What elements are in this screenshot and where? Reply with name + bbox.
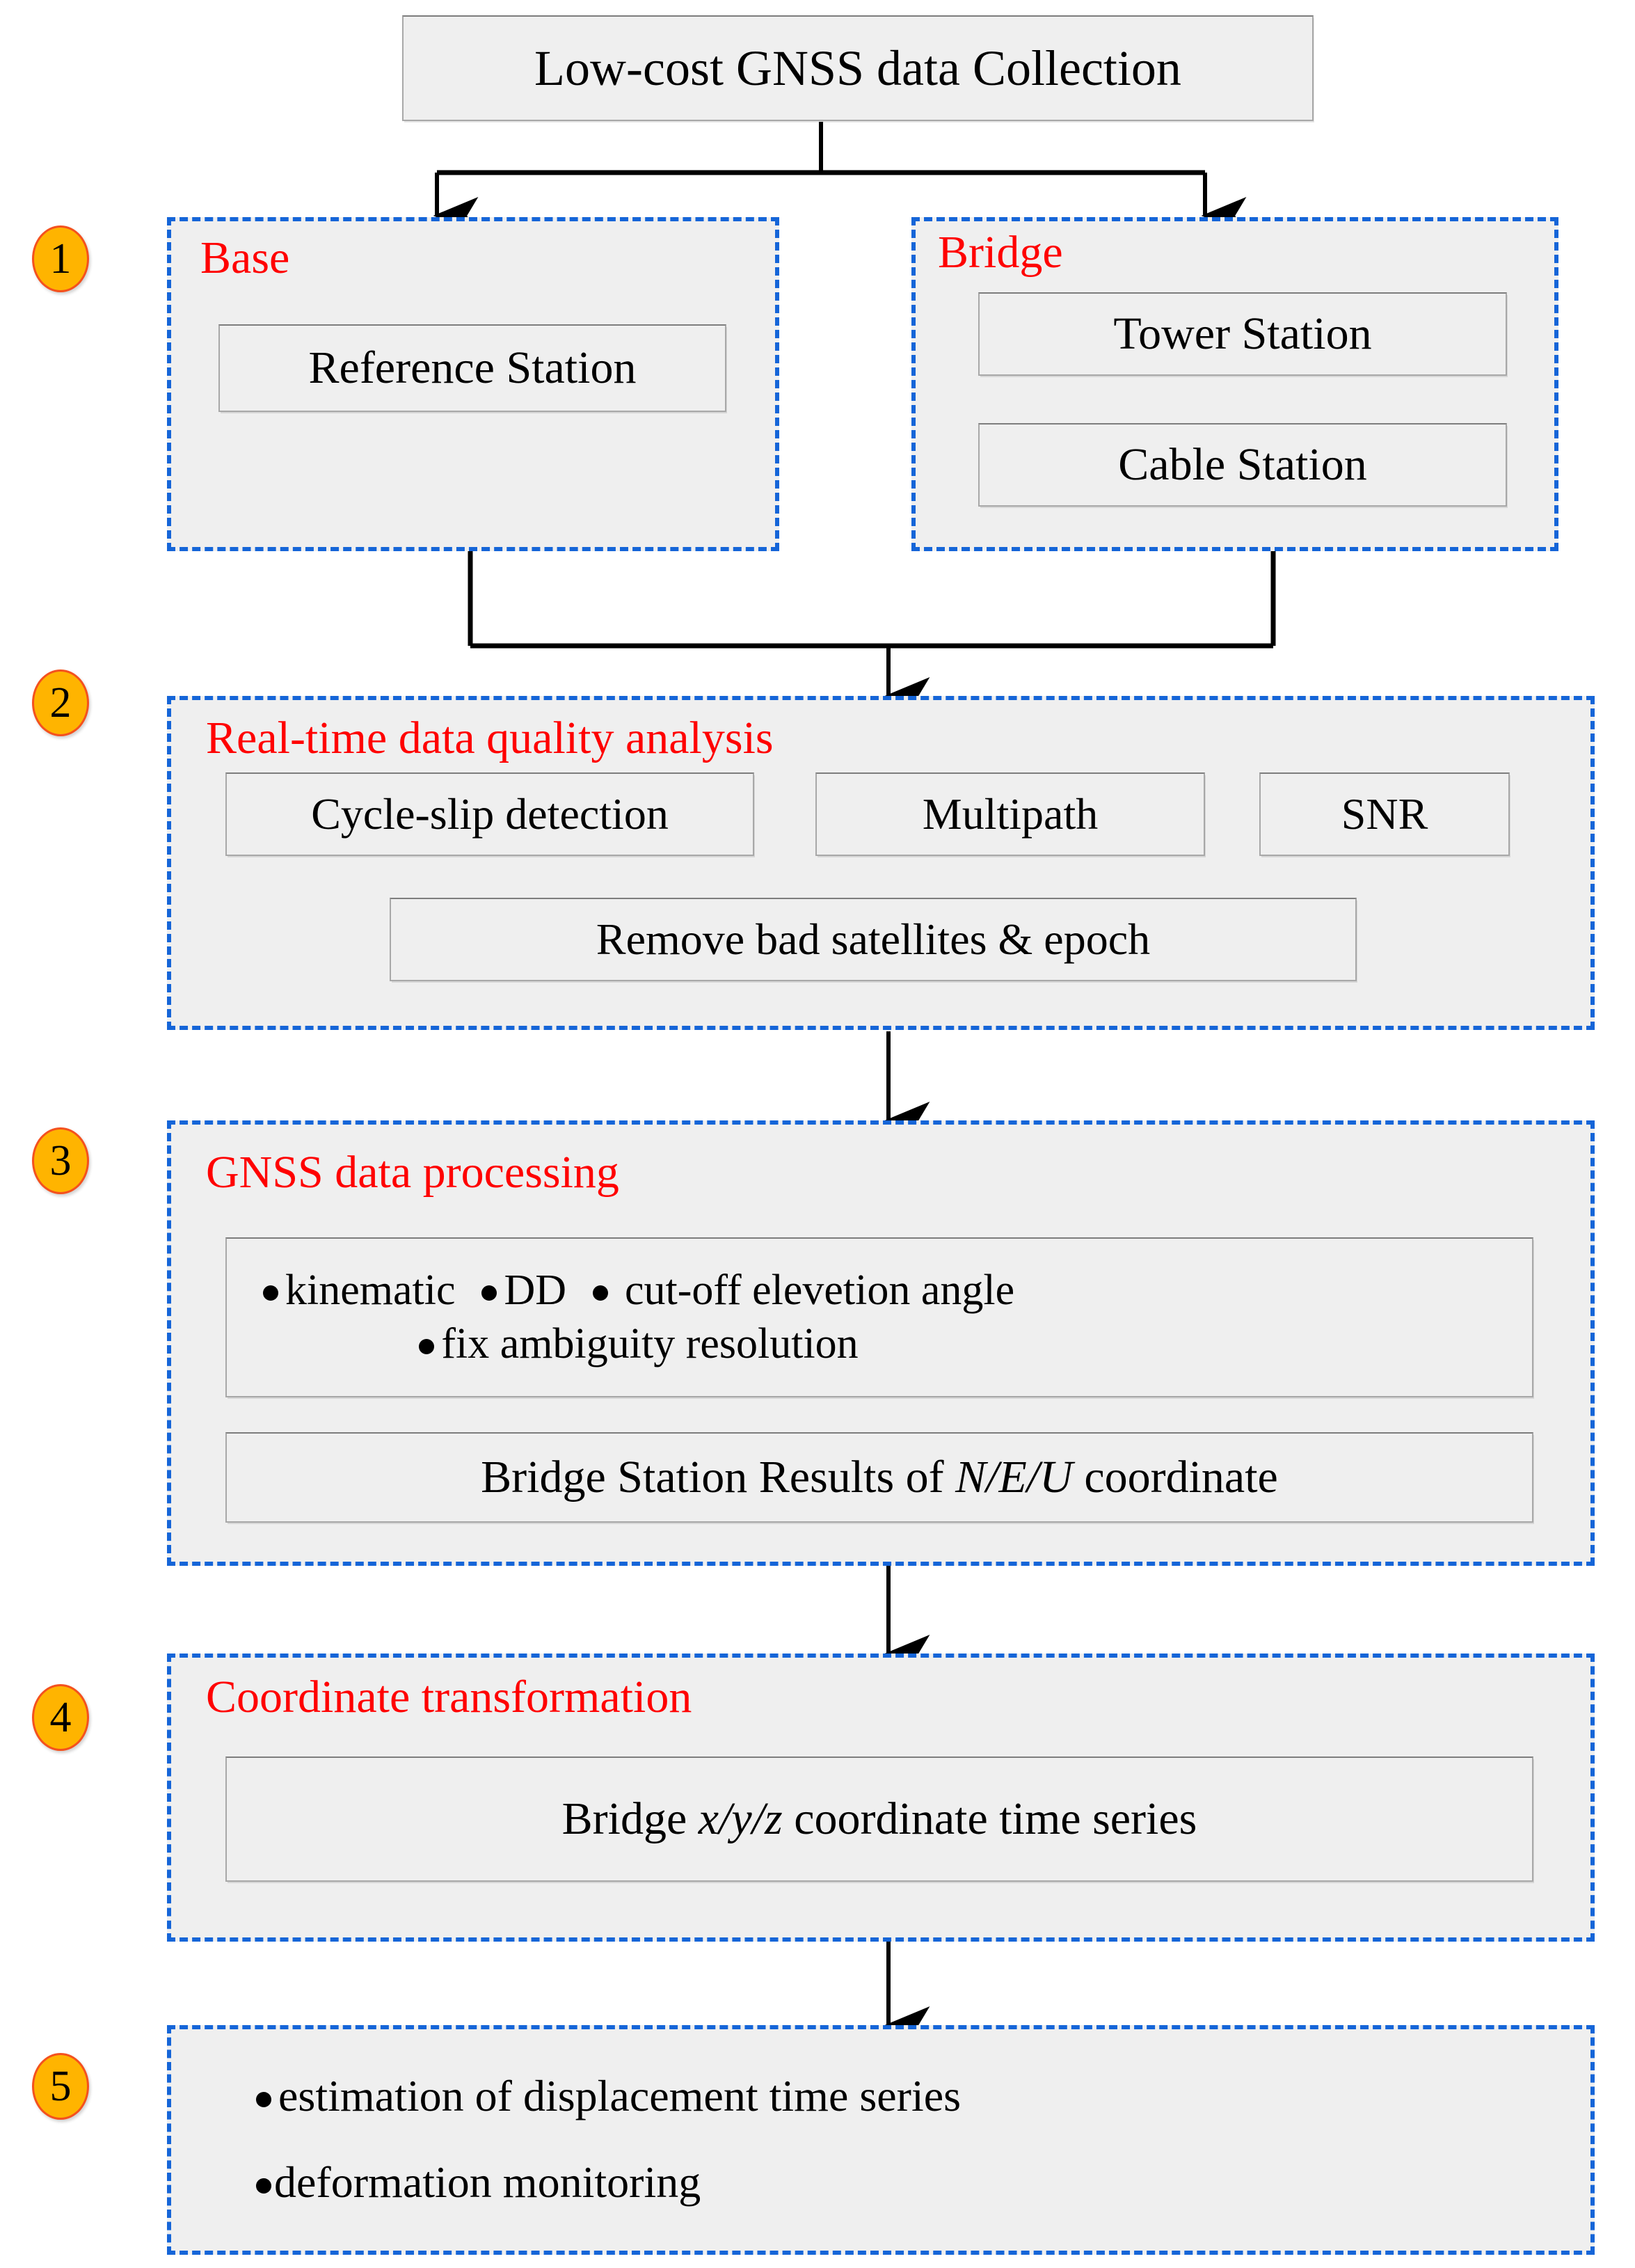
step-1-base-title: Base	[200, 232, 290, 283]
bullet-dot-icon	[256, 2091, 271, 2107]
step-number-2: 2	[32, 669, 89, 736]
processing-options-list: kinematic DD cut-off elevetion angle fix a…	[263, 1264, 1014, 1372]
step-number-3: 3	[32, 1127, 89, 1194]
processing-options-box: kinematic DD cut-off elevetion angle fix a…	[225, 1237, 1533, 1397]
cable-station-label: Cable Station	[1118, 439, 1367, 490]
bullet-dot-icon	[481, 1285, 497, 1301]
cycle-slip-detection-box: Cycle-slip detection	[225, 772, 754, 856]
cable-station-box: Cable Station	[978, 423, 1507, 507]
step-number-1-label: 1	[49, 235, 72, 283]
bullet-dd: DD	[504, 1266, 567, 1314]
reference-station-label: Reference Station	[308, 342, 637, 393]
step-number-5-label: 5	[49, 2062, 72, 2110]
bridge-station-results-label: Bridge Station Results of N/E/U coordina…	[481, 1452, 1278, 1502]
step-3-title: GNSS data processing	[206, 1147, 619, 1198]
step-number-2-label: 2	[49, 679, 72, 727]
cycle-slip-detection-label: Cycle-slip detection	[311, 789, 669, 839]
bullet-dot-icon	[419, 1339, 435, 1355]
tower-station-label: Tower Station	[1113, 308, 1372, 359]
bullet-dot-icon	[593, 1285, 609, 1301]
step-5-panel	[167, 2025, 1595, 2255]
processing-options-row-1: kinematic DD cut-off elevetion angle	[263, 1264, 1014, 1318]
processing-options-row-2: fix ambiguity resolution	[263, 1317, 1014, 1372]
reference-station-box: Reference Station	[218, 324, 726, 412]
bullet-kinematic: kinematic	[285, 1266, 456, 1314]
multipath-box: Multipath	[815, 772, 1205, 856]
xyz-italic: x/y/z	[698, 1793, 783, 1844]
bullet-dot-icon	[256, 2178, 271, 2194]
title-box-label: Low-cost GNSS data Collection	[534, 40, 1181, 96]
bullet-deformation: deformation monitoring	[274, 2157, 701, 2207]
step-number-3-label: 3	[49, 1136, 72, 1184]
snr-box: SNR	[1259, 772, 1510, 856]
step-5-list: estimation of displacement time series d…	[256, 2068, 961, 2210]
step-4-title: Coordinate transformation	[206, 1672, 692, 1722]
step-number-4: 4	[32, 1684, 89, 1751]
snr-label: SNR	[1341, 789, 1428, 839]
neu-italic: N/E/U	[955, 1452, 1073, 1502]
step-number-5: 5	[32, 2053, 89, 2120]
step-number-4-label: 4	[49, 1693, 72, 1741]
bullet-dot-icon	[263, 1285, 278, 1301]
multipath-label: Multipath	[922, 789, 1099, 839]
step-1-bridge-title: Bridge	[938, 227, 1063, 278]
step-number-1: 1	[32, 225, 89, 292]
step-2-title: Real-time data quality analysis	[206, 713, 774, 763]
step-5-row-1: estimation of displacement time series	[256, 2068, 961, 2124]
title-box: Low-cost GNSS data Collection	[402, 15, 1314, 121]
tower-station-box: Tower Station	[978, 292, 1507, 376]
bridge-xyz-timeseries-label: Bridge x/y/z coordinate time series	[561, 1793, 1197, 1844]
bullet-fix-ambiguity: fix ambiguity resolution	[441, 1320, 859, 1367]
bridge-station-results-box: Bridge Station Results of N/E/U coordina…	[225, 1432, 1533, 1523]
bullet-cutoff: cut-off elevetion angle	[625, 1266, 1015, 1314]
step-5-row-2: deformation monitoring	[256, 2155, 961, 2210]
bridge-xyz-timeseries-box: Bridge x/y/z coordinate time series	[225, 1756, 1533, 1882]
remove-bad-satellites-label: Remove bad satellites & epoch	[596, 914, 1151, 964]
bullet-estimation: estimation of displacement time series	[278, 2071, 962, 2120]
remove-bad-satellites-box: Remove bad satellites & epoch	[390, 898, 1357, 981]
